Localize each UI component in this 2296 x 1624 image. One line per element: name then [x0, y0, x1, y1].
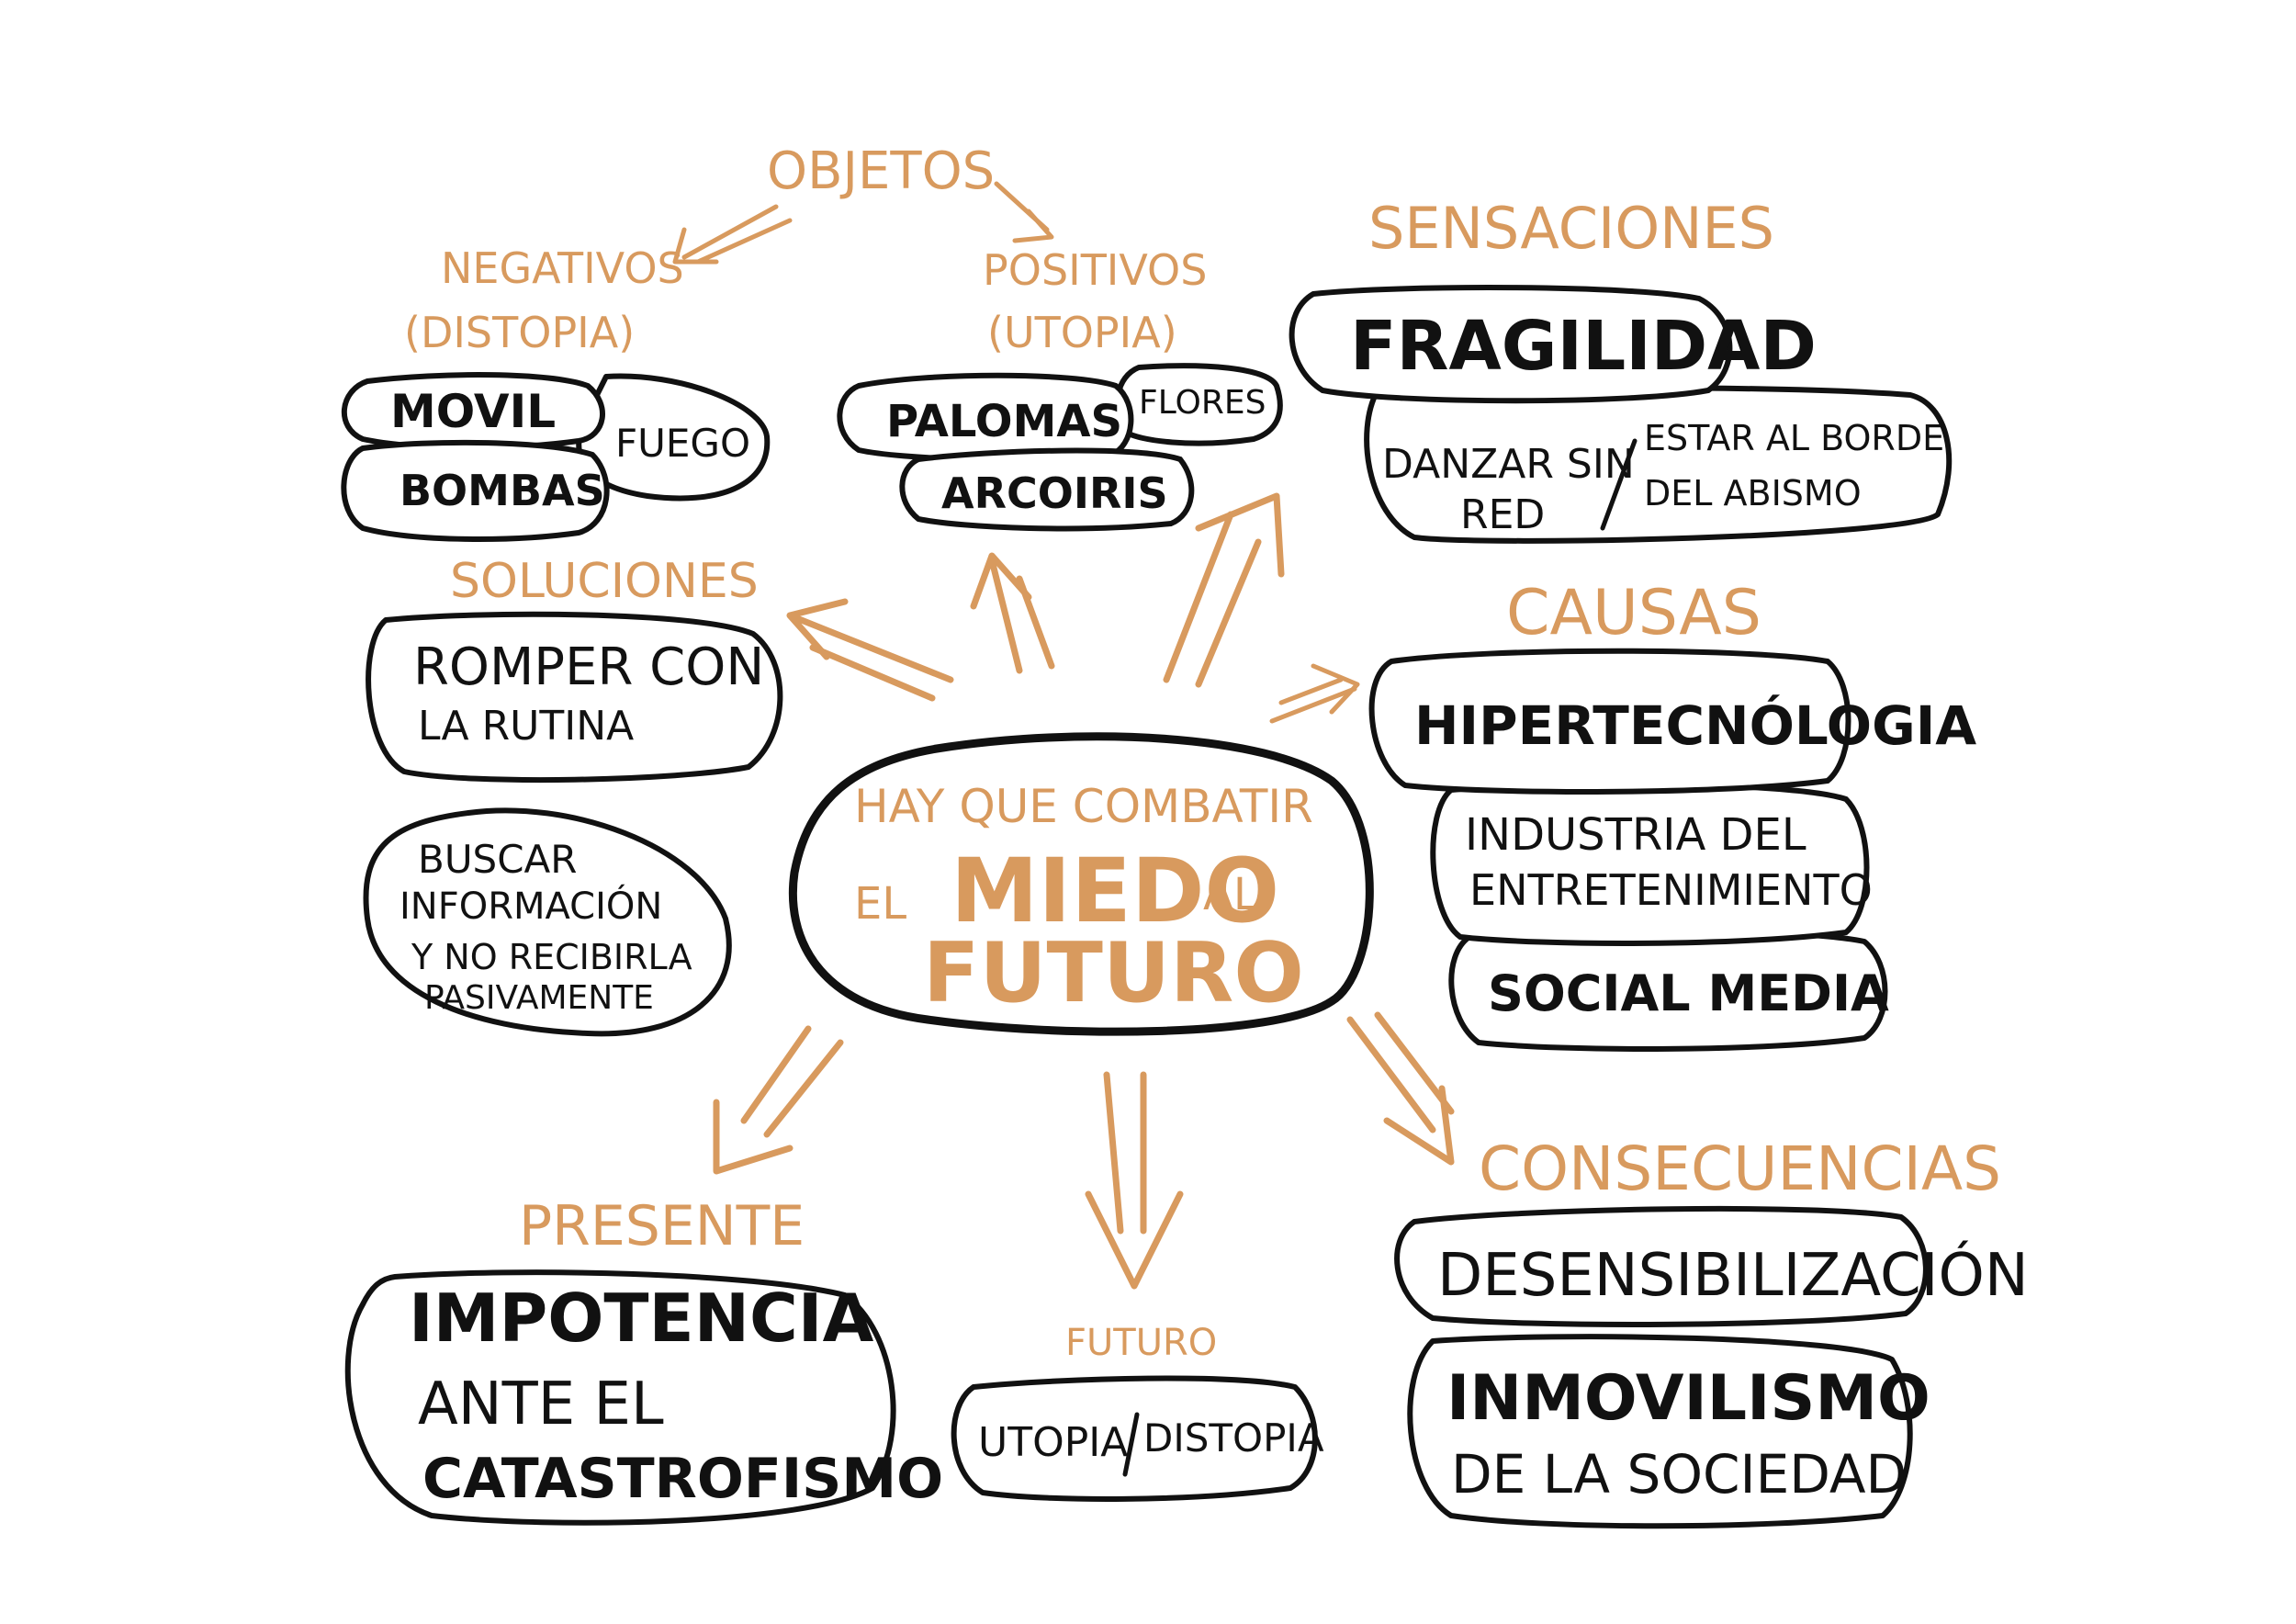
bombas-label: BOMBAS — [400, 466, 605, 515]
arrows — [713, 492, 1455, 1290]
futuro-title: FUTURO — [1065, 1322, 1217, 1364]
fuego-label: FUEGO — [615, 421, 750, 466]
arrow-sensaciones — [1163, 492, 1285, 683]
buscar-line2: INFORMACIÓN — [400, 884, 662, 928]
negativos-subtitle: (DISTOPIA) — [404, 308, 635, 357]
romper-line2: LA RUTINA — [418, 703, 634, 750]
industria-bubble — [1430, 781, 1870, 946]
arrow-consecuencias — [1346, 1011, 1455, 1166]
impotencia-line2: ANTE EL — [418, 1370, 664, 1438]
romper-bubble — [366, 611, 783, 784]
distopia-label: DISTOPIA — [1143, 1415, 1324, 1460]
center-bubble — [788, 732, 1374, 1036]
arrow-soluciones-shaft — [809, 644, 936, 702]
arcoiris-label: ARCOIRIS — [941, 468, 1168, 518]
utopia-label: UTOPIA — [978, 1419, 1128, 1466]
borde-line2: DEL ABISMO — [1644, 473, 1862, 513]
buscar-line3: Y NO RECIBIRLA — [411, 937, 692, 977]
center-el: EL — [854, 878, 906, 930]
center-futuro: FUTURO — [923, 925, 1304, 1021]
sensaciones-title: SENSACIONES — [1368, 195, 1774, 262]
romper-line1: ROMPER CON — [413, 637, 764, 697]
causas-group: CAUSAS SOCIAL MEDIA INDUSTRIA DEL ENTRET… — [1368, 577, 1976, 1052]
objetos-title: OBJETOS — [767, 141, 995, 201]
danzar-line1: DANZAR SIN — [1382, 441, 1635, 488]
fragilidad-label: FRAGILIDAD — [1350, 307, 1817, 386]
arrow-positivos-small — [994, 181, 1054, 243]
arcoiris-bubble — [899, 447, 1195, 532]
arrow-futuro — [1085, 1071, 1184, 1290]
objetos-group: OBJETOS — [672, 141, 1054, 265]
soluciones-title: SOLUCIONES — [450, 554, 759, 609]
futuro-group: FUTURO UTOPIA DISTOPIA — [951, 1322, 1324, 1502]
impotencia-bubble — [344, 1269, 896, 1526]
futuro-bubble — [951, 1375, 1318, 1502]
desens-bubble — [1394, 1205, 1929, 1327]
hiper-label: HIPERTECNÓLOGIA — [1414, 694, 1976, 757]
buscar-line4: PASIVAMENTE — [424, 979, 654, 1017]
positivos-subtitle: (UTOPIA) — [987, 308, 1177, 357]
arrow-presente — [713, 1025, 844, 1175]
presente-title: PRESENTE — [519, 1194, 805, 1258]
futuro-divider — [1122, 1412, 1140, 1477]
presente-group: PRESENTE IMPOTENCIA ANTE EL CATASTROFISM… — [344, 1194, 943, 1526]
industria-line2: ENTRETENIMIENTO — [1469, 865, 1873, 915]
inmov-line2: DE LA SOCIEDAD — [1451, 1443, 1907, 1506]
center-al: AL — [1203, 869, 1258, 920]
causas-title: CAUSAS — [1506, 577, 1761, 649]
inmov-bubble — [1407, 1334, 1913, 1529]
buscar-line1: BUSCAR — [418, 837, 577, 882]
negativos-group: NEGATIVOS (DISTOPIA) FUEGO MOVIL BOMBAS — [341, 243, 771, 542]
positivos-title: POSITIVOS — [983, 245, 1207, 295]
impotencia-line3: CATASTROFISMO — [422, 1447, 943, 1511]
buscar-bubble — [363, 807, 732, 1037]
movil-bubble — [341, 372, 605, 451]
arrow-soluciones — [786, 598, 954, 683]
social-label: SOCIAL MEDIA — [1488, 964, 1889, 1022]
flores-label: FLORES — [1139, 384, 1266, 422]
hiper-bubble — [1368, 648, 1851, 795]
arrow-positivos — [970, 552, 1032, 674]
consecuencias-group: CONSECUENCIAS DESENSIBILIZACIÓN INMOVILI… — [1394, 1133, 2029, 1529]
palomas-label: PALOMAS — [886, 396, 1122, 447]
center-line1: HAY QUE COMBATIR — [854, 780, 1313, 833]
positivos-group: POSITIVOS (UTOPIA) FLORES PALOMAS ARCOIR… — [837, 245, 1283, 532]
soluciones-group: SOLUCIONES ROMPER CON LA RUTINA BUSCAR I… — [363, 554, 783, 1037]
fragilidad-bubble — [1289, 285, 1733, 404]
center-miedo: MIEDO — [951, 840, 1279, 942]
industria-line1: INDUSTRIA DEL — [1465, 809, 1806, 861]
arrow-causas — [1269, 663, 1360, 724]
negativos-title: NEGATIVOS — [441, 243, 684, 293]
inmov-line1: INMOVILISMO — [1446, 1362, 1930, 1435]
arrow-sensaciones-shaft — [1195, 538, 1262, 688]
arrow-positivos-shaft — [1016, 575, 1055, 670]
desens-label: DESENSIBILIZACIÓN — [1437, 1240, 2029, 1310]
impotencia-line1: IMPOTENCIA — [409, 1280, 874, 1357]
movil-label: MOVIL — [390, 385, 556, 438]
sensaciones-divider — [1600, 438, 1638, 531]
consecuencias-title: CONSECUENCIAS — [1479, 1133, 2001, 1204]
sensaciones-group: SENSACIONES FRAGILIDAD DANZAR SIN RED ES… — [1289, 195, 1953, 544]
bombas-bubble — [341, 439, 610, 542]
borde-line1: ESTAR AL BORDE — [1644, 418, 1944, 458]
arrow-negativos — [672, 204, 793, 265]
danzar-line2: RED — [1460, 491, 1545, 538]
center-node: HAY QUE COMBATIR EL MIEDO AL FUTURO — [788, 732, 1374, 1036]
